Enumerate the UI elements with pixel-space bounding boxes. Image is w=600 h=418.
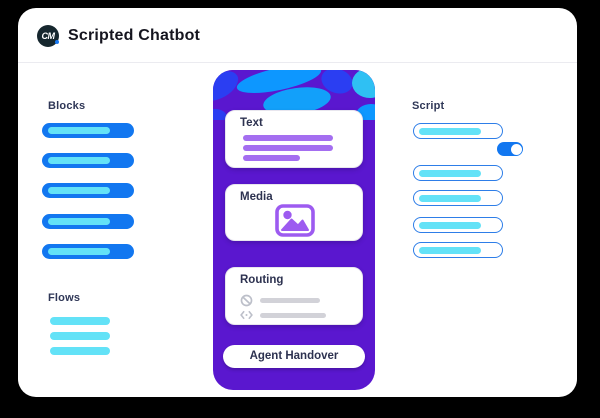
text-card-label: Text — [240, 117, 263, 129]
script-section-label: Script — [412, 100, 445, 112]
chatbot-phone: Text Media Routing — [213, 70, 375, 390]
routing-line — [260, 297, 320, 303]
block-pill-fill — [48, 187, 110, 194]
routing-block-card[interactable]: Routing — [225, 267, 363, 325]
script-pill[interactable] — [413, 165, 503, 181]
script-pill[interactable] — [413, 217, 503, 233]
page-title: Scripted Chatbot — [68, 27, 201, 44]
block-pill[interactable] — [42, 153, 134, 168]
block-pill[interactable] — [42, 214, 134, 229]
routing-row — [240, 309, 326, 321]
code-icon — [240, 310, 253, 320]
blocks-section-label: Blocks — [48, 100, 86, 112]
block-pill-fill — [48, 157, 110, 164]
block-pill-fill — [48, 218, 110, 225]
media-card-label: Media — [240, 191, 273, 203]
script-pill[interactable] — [413, 123, 503, 139]
block-pill[interactable] — [42, 183, 134, 198]
script-pill-fill — [419, 169, 481, 177]
routing-row — [240, 294, 320, 306]
routing-line — [260, 312, 326, 318]
script-pill-fill — [419, 246, 481, 254]
block-pill-fill — [48, 127, 110, 134]
cm-logo-text: CM — [41, 31, 56, 41]
app-card: CM Scripted Chatbot Blocks Flows — [18, 8, 577, 397]
cm-logo-dot-icon — [55, 40, 59, 44]
agent-handover-button[interactable]: Agent Handover — [223, 345, 365, 368]
image-icon — [275, 204, 315, 237]
text-line — [243, 145, 333, 151]
script-pill[interactable] — [413, 242, 503, 258]
flow-line — [50, 347, 110, 355]
block-pill[interactable] — [42, 123, 134, 138]
media-block-card[interactable]: Media — [225, 184, 363, 241]
block-pill-fill — [48, 248, 110, 255]
script-pill-fill — [419, 221, 481, 229]
toggle-knob — [510, 143, 522, 155]
toggle-switch[interactable] — [497, 142, 523, 156]
cm-logo: CM — [37, 25, 59, 47]
script-pill-fill — [419, 194, 481, 202]
routing-card-label: Routing — [240, 274, 284, 286]
blocked-icon — [240, 294, 253, 306]
text-line — [243, 135, 333, 141]
block-pill[interactable] — [42, 244, 134, 259]
script-pill-fill — [419, 127, 481, 135]
script-pill[interactable] — [413, 190, 503, 206]
flow-line — [50, 332, 110, 340]
flow-line — [50, 317, 110, 325]
header-divider — [18, 62, 577, 63]
text-block-card[interactable]: Text — [225, 110, 363, 168]
flows-section-label: Flows — [48, 292, 81, 304]
text-line — [243, 155, 300, 161]
